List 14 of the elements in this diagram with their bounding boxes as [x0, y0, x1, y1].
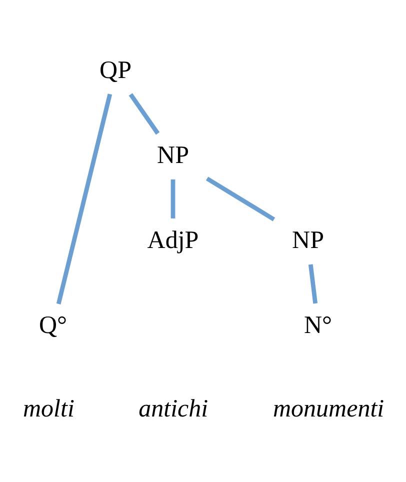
- node-text: Q°: [38, 311, 68, 338]
- node-text: NP: [292, 226, 324, 254]
- connector: [206, 176, 276, 221]
- node-text: QP: [100, 56, 132, 84]
- label: antichi: [138, 395, 208, 422]
- node-text: AdjP: [147, 226, 199, 254]
- label: monumenti: [273, 395, 384, 422]
- label: molti: [23, 395, 74, 422]
- connector: [56, 93, 112, 304]
- connector: [128, 92, 160, 134]
- connector: [170, 178, 176, 218]
- connector: [308, 264, 318, 304]
- node-text: NP: [157, 141, 189, 168]
- node-text: N°: [304, 311, 332, 338]
